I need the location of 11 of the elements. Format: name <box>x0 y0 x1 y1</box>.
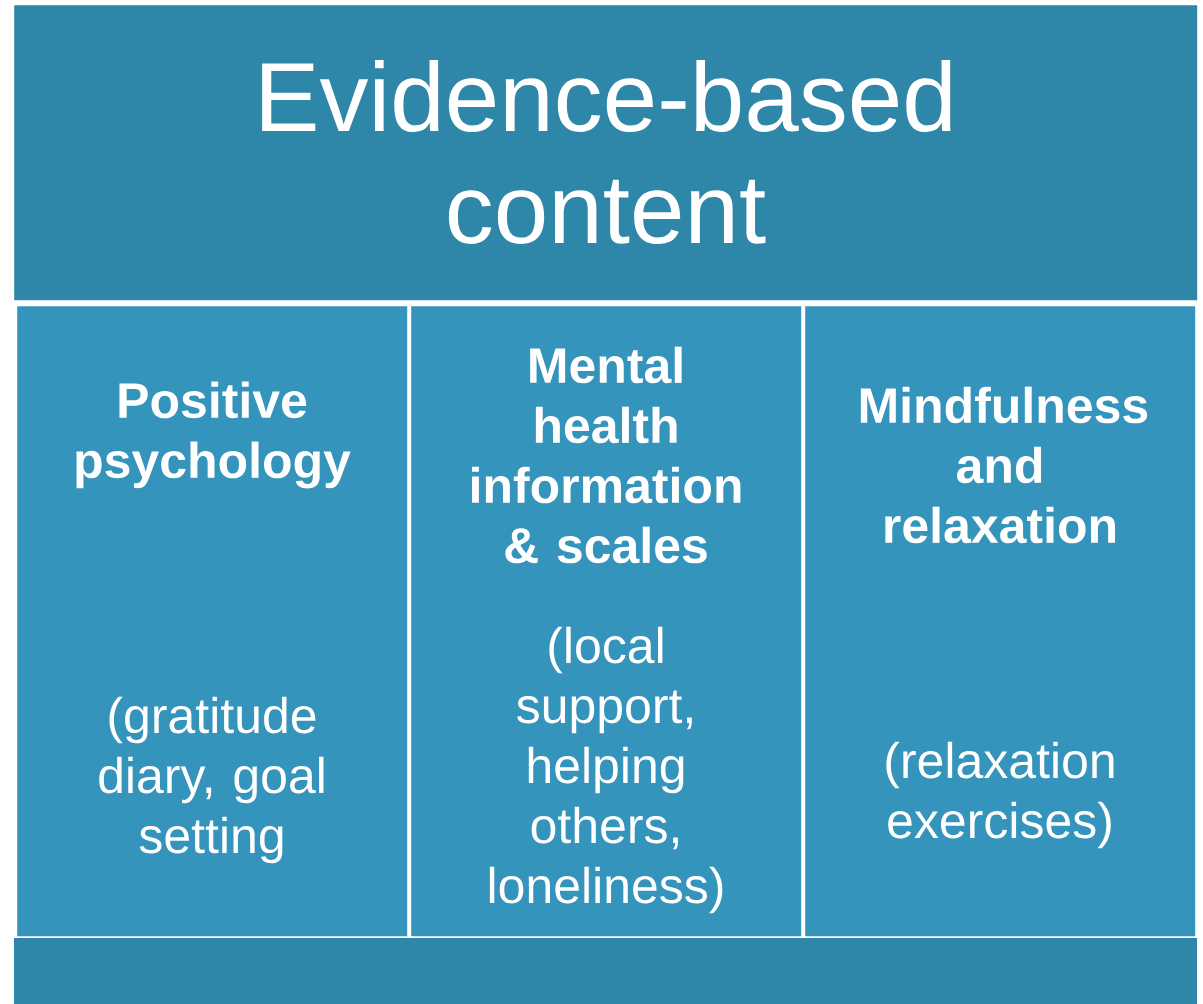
column-text: (local support, helping others, loneliness) <box>489 626 723 914</box>
category-column <box>17 306 408 937</box>
category-column <box>805 306 1196 937</box>
title-text: Evidence-based content <box>262 60 951 244</box>
column-heading: Positive psychology <box>76 381 351 489</box>
column-heading: Mental health information & scales <box>472 346 741 564</box>
column-text: (gratitude diary, goal setting <box>99 696 324 864</box>
column-text: (relaxation exercises) <box>886 741 1114 849</box>
category-column <box>411 306 802 937</box>
header-band <box>14 5 1198 301</box>
column-heading: Mindfulness and relaxation <box>860 386 1148 544</box>
